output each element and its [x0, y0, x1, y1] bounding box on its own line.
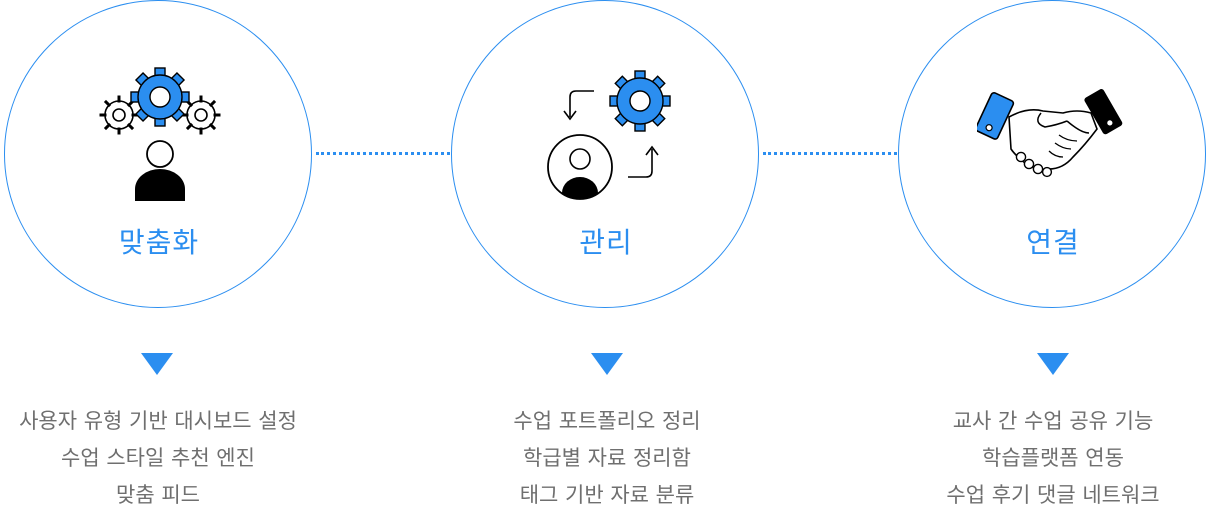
down-arrow-1: [141, 353, 173, 375]
description-line: 태그 기반 자료 분류: [519, 483, 695, 507]
description-line: 학급별 자료 정리함: [523, 446, 691, 470]
description-line: 수업 후기 댓글 네트워크: [946, 483, 1160, 507]
step-circle-connection: 연결: [898, 0, 1206, 308]
connector-dotted-line-2: [763, 152, 897, 155]
description-line: 사용자 유형 기반 대시보드 설정: [19, 409, 297, 433]
step-circle-management: 관리: [451, 0, 759, 308]
down-arrow-3: [1037, 353, 1069, 375]
description-line: 교사 간 수업 공유 기능: [952, 409, 1154, 433]
description-line: 학습플랫폼 연동: [982, 446, 1124, 470]
handshake-icon: [977, 89, 1123, 178]
step-label: 맞춤화: [118, 226, 200, 259]
step-description-management: 수업 포트폴리오 정리 학급별 자료 정리함 태그 기반 자료 분류: [437, 403, 777, 514]
description-line: 맞춤 피드: [116, 483, 200, 507]
step-circle-customization: 맞춤화: [4, 0, 312, 308]
step-label: 관리: [579, 226, 633, 259]
description-line: 수업 스타일 추천 엔진: [61, 446, 255, 470]
step-label: 연결: [1026, 226, 1080, 259]
person-gear-cycle-icon: [547, 70, 671, 200]
gears-person-icon: [99, 67, 221, 201]
connector-dotted-line-1: [316, 152, 450, 155]
description-line: 수업 포트폴리오 정리: [513, 409, 701, 433]
step-description-connection: 교사 간 수업 공유 기능 학습플랫폼 연동 수업 후기 댓글 네트워크: [883, 403, 1211, 514]
step-description-customization: 사용자 유형 기반 대시보드 설정 수업 스타일 추천 엔진 맞춤 피드: [0, 403, 328, 514]
down-arrow-2: [591, 353, 623, 375]
